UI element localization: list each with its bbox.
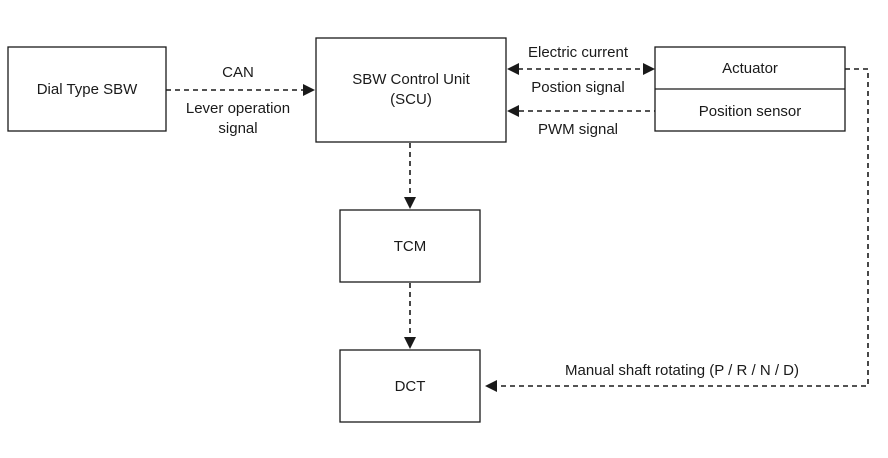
tcm-label: TCM [394, 238, 427, 255]
manual-shaft-arrow-line [497, 68, 869, 387]
can-arrowhead [303, 84, 315, 96]
dial-type-sbw-label: Dial Type SBW [37, 81, 138, 98]
electric-current-label: Electric current [528, 44, 629, 61]
tcm-dct-arrowhead [404, 337, 416, 349]
electric-current-arrowhead-right [643, 63, 655, 75]
dial-type-sbw-box [7, 46, 167, 132]
tcm-box [339, 209, 481, 283]
pwm-signal-label: PWM signal [538, 121, 618, 138]
lever-operation-label-line2: signal [218, 120, 257, 137]
manual-shaft-arrowhead [485, 380, 497, 392]
electric-current-arrowhead-left [507, 63, 519, 75]
pwm-signal-arrowhead [507, 105, 519, 117]
position-sensor-label: Position sensor [699, 103, 802, 120]
actuator-label: Actuator [722, 60, 778, 77]
scu-tcm-arrowhead [404, 197, 416, 209]
scu-label-line1: SBW Control Unit [352, 71, 470, 88]
lever-operation-label-line1: Lever operation [186, 100, 290, 117]
position-signal-label: Postion signal [531, 79, 624, 96]
scu-box [315, 37, 507, 143]
scu-label-line2: (SCU) [390, 91, 432, 108]
can-label: CAN [222, 64, 254, 81]
dct-box [339, 349, 481, 423]
manual-shaft-label: Manual shaft rotating (P / R / N / D) [565, 362, 799, 379]
dct-label: DCT [395, 378, 426, 395]
